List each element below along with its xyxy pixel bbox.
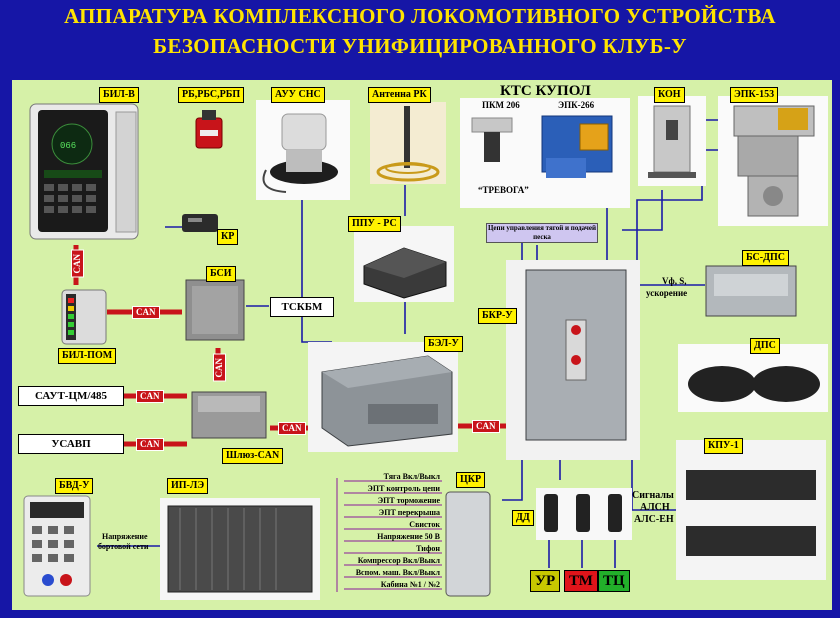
- label-bil-v: БИЛ-В: [99, 87, 139, 103]
- label-antenna-rk: Антенна РК: [368, 87, 431, 103]
- bs-dps-image: [705, 265, 797, 317]
- epk-153-image: [718, 96, 828, 226]
- text-vf-line1: Vф, S,: [662, 276, 687, 286]
- text-vf-line2: ускорение: [646, 288, 688, 298]
- signal-item: Напряжение 50 В: [377, 532, 440, 541]
- box-tskbm: ТСКБМ: [270, 297, 334, 317]
- bvd-u-image: [23, 495, 91, 597]
- label-shluz-can: Шлюз-CAN: [222, 448, 284, 464]
- label-auu-sns: АУУ СНС: [271, 87, 325, 103]
- can-tag-bilpom-bsi: CAN: [132, 306, 160, 319]
- can-tag-bsi-shluz: CAN: [213, 354, 226, 382]
- label-bvd-u: БВД-У: [55, 478, 94, 494]
- can-tag-bel-bkr: CAN: [472, 420, 500, 433]
- text-signals-line3: АЛС-ЕН: [634, 514, 674, 525]
- label-kon: КОН: [654, 87, 685, 103]
- label-dps: ДПС: [750, 338, 780, 354]
- label-pkm-206: ПКМ 206: [482, 100, 520, 110]
- gauge-tm: ТМ: [564, 570, 598, 592]
- label-kpu-1: КПУ-1: [704, 438, 743, 454]
- text-supply-line1: Напряжение: [102, 532, 148, 541]
- can-tag-saut: CAN: [136, 390, 164, 403]
- label-epk-266: ЭПК-266: [558, 100, 595, 110]
- signal-item: ЭПТ перекрыша: [378, 508, 440, 517]
- kts-kupol-image: [460, 98, 630, 208]
- bil-pom-image: [61, 289, 107, 345]
- shluz-can-image: [191, 391, 267, 439]
- label-trevoga: “ТРЕВОГА”: [478, 185, 529, 195]
- label-bs-dps: БС-ДПС: [742, 250, 789, 266]
- label-ip-le: ИП-ЛЭ: [167, 478, 209, 494]
- can-tag-shluz-bel: CAN: [278, 422, 306, 435]
- signal-item: Вспом. маш. Вкл/Выкл: [355, 568, 440, 577]
- label-kr: КР: [217, 229, 239, 245]
- text-supply-line2: бортовой сети: [98, 542, 149, 551]
- signal-item: ЭПТ контроль цепи: [367, 484, 440, 493]
- ppu-rs-image: [354, 226, 454, 302]
- label-bkr-u: БКР-У: [478, 308, 517, 324]
- label-ppu-rs: ППУ - РС: [348, 216, 401, 232]
- bsi-device-image: [185, 279, 245, 341]
- svg-text:066: 066: [60, 141, 76, 151]
- box-usavp: УСАВП: [18, 434, 124, 454]
- kpu-1-image: [676, 440, 826, 580]
- label-kts-kupol: КТС КУПОЛ: [500, 83, 591, 99]
- kon-device-image: [638, 96, 706, 186]
- poster-title-line2: БЕЗОПАСНОСТИ УНИФИЦИРОВАННОГО КЛУБ-У: [153, 34, 687, 58]
- ip-le-image: [160, 498, 320, 600]
- kr-device-image: [182, 214, 218, 232]
- can-tag-usavp: CAN: [136, 438, 164, 451]
- bkr-u-image: [506, 260, 640, 460]
- can-tag-bilv-bilpom: CAN: [71, 250, 84, 278]
- signal-item: ЭПТ торможение: [377, 496, 440, 505]
- label-bsi: БСИ: [206, 266, 236, 282]
- bel-u-image: [308, 342, 458, 452]
- gauge-tc: ТЦ: [598, 570, 630, 592]
- gauge-ur: УР: [530, 570, 561, 592]
- poster-title-line1: АППАРАТУРА КОМПЛЕКСНОГО ЛОКОМОТИВНОГО УС…: [64, 4, 776, 28]
- dd-image: [536, 488, 632, 540]
- signal-item: Кабина №1 / №2: [380, 580, 440, 589]
- signal-item: Тифон: [416, 544, 440, 553]
- box-saut: САУТ-ЦМ/485: [18, 386, 124, 406]
- label-epk-153: ЭПК-153: [730, 87, 779, 103]
- signal-item: Тяга Вкл/Выкл: [383, 472, 440, 481]
- auu-sns-image: [256, 100, 350, 200]
- signal-item: Компрессор Вкл/Выкл: [357, 556, 440, 565]
- text-signals-line2: АЛСН: [640, 502, 670, 513]
- bil-v-device-image: 066: [29, 103, 139, 240]
- tskr-image: [445, 491, 491, 597]
- label-dd: ДД: [512, 510, 534, 526]
- label-rb: РБ,РБС,РБП: [178, 87, 245, 103]
- label-tskr: ЦКР: [456, 472, 486, 488]
- signal-item: Свисток: [409, 520, 440, 529]
- rb-button-image: [195, 110, 223, 149]
- text-traction-circuits: Цепи управления тягой и подачей песка: [486, 223, 598, 243]
- antenna-rk-image: [370, 102, 446, 184]
- text-signals-line1: Сигналы: [632, 490, 674, 501]
- dps-image: [678, 344, 828, 412]
- label-bel-u: БЭЛ-У: [424, 336, 463, 352]
- diagram-panel: 066: [12, 80, 832, 610]
- label-bil-pom: БИЛ-ПОМ: [58, 348, 117, 364]
